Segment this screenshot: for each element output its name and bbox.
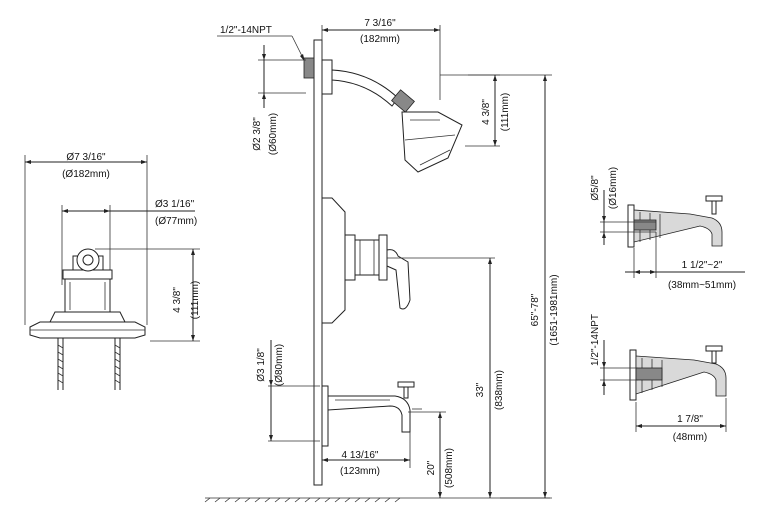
range-label: 1 1/2"~2" — [682, 260, 723, 271]
spout-reach-mm-label: (123mm) — [340, 466, 380, 477]
shower-assembly-view: 1/2"-14NPT 7 3/16" (182mm) Ø2 3/8" (Ø60m… — [204, 18, 560, 503]
pipe-dia-label: Ø5/8" — [590, 175, 601, 201]
supply-pipe-stub — [303, 57, 315, 79]
detail2-pipe — [635, 367, 663, 381]
slip-on-spout-detail: Ø5/8" (Ø16mm) 1 1/2"~2" (38mm~51mm) — [590, 167, 745, 291]
diverter-knob — [397, 381, 415, 388]
valve-height-mm-label: (838mm) — [494, 370, 505, 410]
escutcheon-label: Ø3 1/16" — [155, 199, 195, 210]
arm-reach-mm-label: (182mm) — [360, 34, 400, 45]
range-mm-label: (38mm~51mm) — [668, 280, 736, 291]
detail1-pipe — [633, 219, 657, 231]
tub-spout — [327, 395, 411, 433]
reach-detail-mm-label: (48mm) — [673, 432, 707, 443]
handle-base — [378, 234, 388, 281]
valve-body — [64, 277, 111, 313]
valve-escutcheon — [321, 197, 346, 324]
detail1-flange — [627, 204, 635, 248]
spout-flange — [321, 385, 329, 447]
spout-height-mm-label: (508mm) — [444, 448, 455, 488]
wall-section — [313, 39, 323, 486]
detail1-spout — [633, 209, 723, 247]
valve-bonnet — [344, 234, 356, 281]
flange-dia-label: Ø2 3/8" — [252, 117, 263, 151]
valve-sleeve — [354, 239, 380, 276]
npt-top-label: 1/2"-14NPT — [220, 25, 272, 36]
trim-plate-raise — [49, 311, 126, 323]
threaded-spout-detail: 1/2"-14NPT 1 7/8" (48mm) — [590, 314, 727, 443]
npt-detail-label: 1/2"-14NPT — [590, 314, 601, 366]
trim-height-mm-label: (111mm) — [190, 281, 201, 320]
lever-handle — [386, 249, 411, 310]
head-height-label: 4 3/8" — [481, 99, 492, 125]
escutcheon-mm-label: (Ø77mm) — [155, 216, 197, 227]
arm-flange — [321, 59, 333, 95]
detail2-flange — [629, 349, 637, 401]
flange-dia-mm-label: (Ø60mm) — [268, 113, 279, 155]
pipe-dia-mm-label: (Ø16mm) — [608, 167, 619, 209]
trim-height-label: 4 3/8" — [172, 287, 183, 313]
detail1-diverter-stem — [711, 199, 717, 215]
head-height-mm-label: (111mm) — [500, 93, 511, 132]
spout-height-label: 20" — [426, 460, 437, 475]
trim-plate-view: Ø7 3/16" (Ø182mm) Ø3 1/16" (Ø77mm) — [24, 152, 201, 390]
diverter-stem — [403, 385, 409, 399]
plate-width-label: Ø7 3/16" — [66, 152, 106, 163]
detail2-diverter-knob — [705, 345, 723, 352]
shower-arm — [331, 69, 399, 107]
total-height-mm-label: (1651-1981mm) — [549, 274, 560, 345]
ball-joint — [391, 89, 415, 113]
plate-width-mm-label: (Ø182mm) — [62, 169, 110, 180]
spout-flange-mm-label: (Ø80mm) — [274, 344, 285, 386]
arm-reach-label: 7 3/16" — [364, 18, 396, 29]
valve-height-label: 33" — [475, 382, 486, 397]
detail1-diverter-knob — [705, 195, 723, 202]
reach-detail-label: 1 7/8" — [677, 414, 703, 425]
spout-flange-label: Ø3 1/8" — [256, 348, 267, 382]
spout-reach-label: 4 13/16" — [342, 450, 379, 461]
shower-head — [401, 111, 463, 173]
detail2-spout — [635, 355, 727, 397]
total-height-label: 65"-78" — [530, 293, 541, 326]
detail2-diverter-stem — [711, 350, 717, 364]
